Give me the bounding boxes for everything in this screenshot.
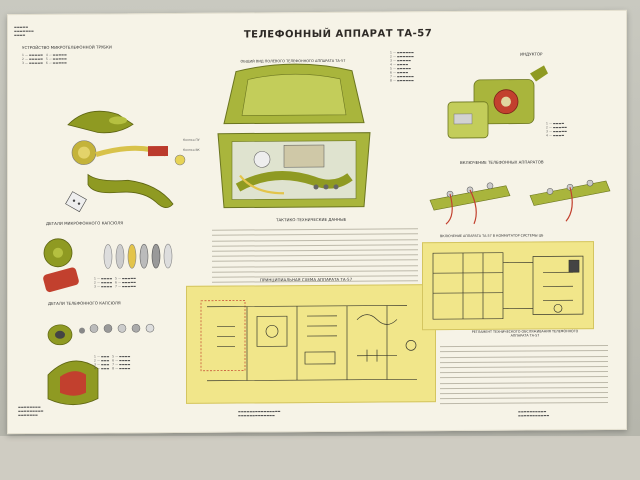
specs-text	[212, 224, 418, 288]
telephone-case-illustration	[217, 63, 371, 209]
handset-legend: 1 — ▬▬▬▬▬ 4 — ▬▬▬▬▬2 — ▬▬▬▬▬ 5 — ▬▬▬▬▬3 …	[22, 52, 67, 66]
footer-left-text: ▬▬▬▬▬▬▬▬▬▬▬▬▬▬▬▬▬▬▬▬▬▬▬▬	[18, 404, 44, 418]
handset-illustration	[65, 110, 186, 213]
heading-handset: УСТРОЙСТВО МИКРОТЕЛЕФОННОЙ ТРУБКИ	[22, 44, 112, 51]
heading-phone-capsule: ДЕТАЛИ ТЕЛЕФОННОГО КАПСЮЛЯ	[48, 300, 121, 306]
heading-maintenance: РЕГЛАМЕНТ ТЕХНИЧЕСКОГО ОБСЛУЖИВАНИЯ ТЕЛЕ…	[471, 329, 579, 338]
mic-capsule-legend: 1 — ▬▬▬▬ 5 — ▬▬▬▬▬2 — ▬▬▬▬ 6 — ▬▬▬▬▬3 — …	[94, 276, 137, 289]
heading-inductor: ИНДУКТОР	[520, 51, 543, 57]
switchboard-schematic-panel	[422, 241, 594, 331]
heading-specs: ТАКТИКО-ТЕХНИЧЕСКИЕ ДАННЫЕ	[276, 216, 347, 223]
poster: ▬▬▬▬▬▬▬▬▬▬▬▬▬▬▬▬ ТЕЛЕФОННЫЙ АППАРАТ ТА-5…	[7, 9, 627, 435]
poster-title: ТЕЛЕФОННЫЙ АППАРАТ ТА-57	[243, 28, 433, 41]
connection-illustration	[429, 179, 611, 225]
main-schematic-panel	[186, 284, 436, 404]
phone-capsule-legend: 1 — ▬▬▬ 5 — ▬▬▬▬2 — ▬▬▬ 6 — ▬▬▬▬3 — ▬▬▬ …	[94, 354, 131, 371]
case-legend: 1 — ▬▬▬▬▬▬2 — ▬▬▬▬▬▬3 — ▬▬▬▬▬4 — ▬▬▬▬5 —…	[390, 50, 414, 83]
inductor-illustration	[447, 65, 548, 139]
button-vk-label: Кнопка ВК	[183, 147, 200, 152]
main-schematic-drawing	[200, 300, 417, 382]
phone-capsule-illustration	[47, 323, 155, 406]
footer-right-text: ▬▬▬▬▬▬▬▬▬▬▬▬▬▬▬▬▬▬▬▬▬	[518, 409, 550, 418]
heading-switchboard: ВКЛЮЧЕНИЕ АППАРАТА ТА-57 В КОММУТАТОР СИ…	[440, 233, 544, 239]
mic-capsule-illustration	[43, 238, 173, 293]
switchboard-schematic-drawing	[432, 252, 584, 320]
button-pu-label: Кнопка ПУ	[183, 137, 200, 142]
floor-background	[0, 436, 640, 480]
footer-center-text: ▬▬▬▬▬▬▬▬▬▬▬▬▬▬▬▬▬▬▬▬▬▬▬▬▬▬▬▬	[238, 409, 281, 418]
inductor-legend: 1 — ▬▬▬▬2 — ▬▬▬▬▬3 — ▬▬▬▬▬4 — ▬▬▬▬	[546, 121, 567, 138]
maintenance-text	[440, 340, 608, 405]
publisher-note: ▬▬▬▬▬▬▬▬▬▬▬▬▬▬▬▬	[14, 25, 34, 38]
